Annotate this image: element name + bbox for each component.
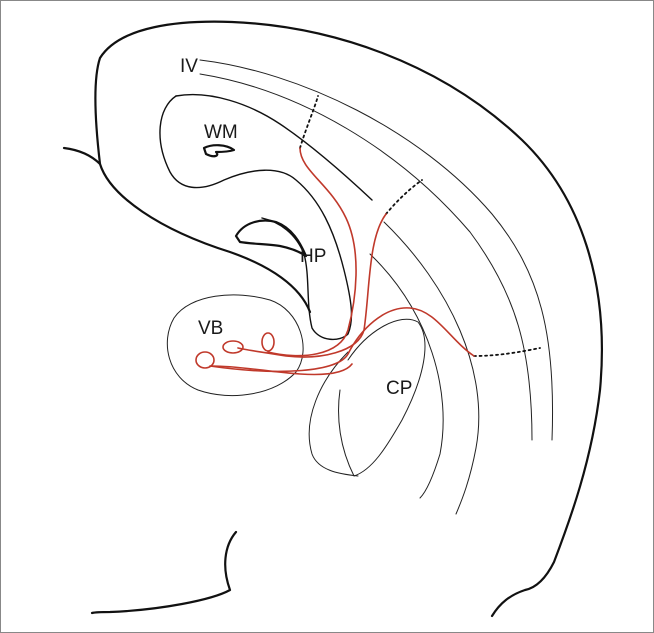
label-caudoputamen: CP [386, 378, 412, 399]
laminar-line-3 [384, 222, 479, 514]
label-white-matter: WM [204, 122, 238, 143]
label-layer-iv: IV [180, 56, 198, 77]
terminal-ellipse-1 [262, 333, 274, 351]
label-hippocampus: HP [300, 246, 326, 267]
striatum-lateral-contour [309, 352, 358, 476]
terminal-ellipse-3 [196, 352, 214, 368]
layer-iv-line [200, 60, 553, 440]
axon-path-2 [238, 214, 386, 357]
boundary-dotted-1 [300, 96, 318, 148]
white-matter-contour [160, 96, 352, 339]
cortex-outer-contour [64, 22, 602, 616]
boundary-dotted-2 [386, 180, 422, 214]
laminar-line-2 [200, 74, 532, 440]
wm-notch [204, 145, 234, 156]
cortex-bottom-contour [92, 532, 236, 613]
terminal-ellipse-2 [223, 341, 243, 353]
boundary-dotted-3 [474, 348, 540, 356]
laminar-line-4 [370, 254, 443, 498]
thalamus-vb-contour [167, 295, 303, 396]
hippocampus-contour [236, 221, 306, 256]
label-thalamus-vb: VB [198, 318, 223, 339]
